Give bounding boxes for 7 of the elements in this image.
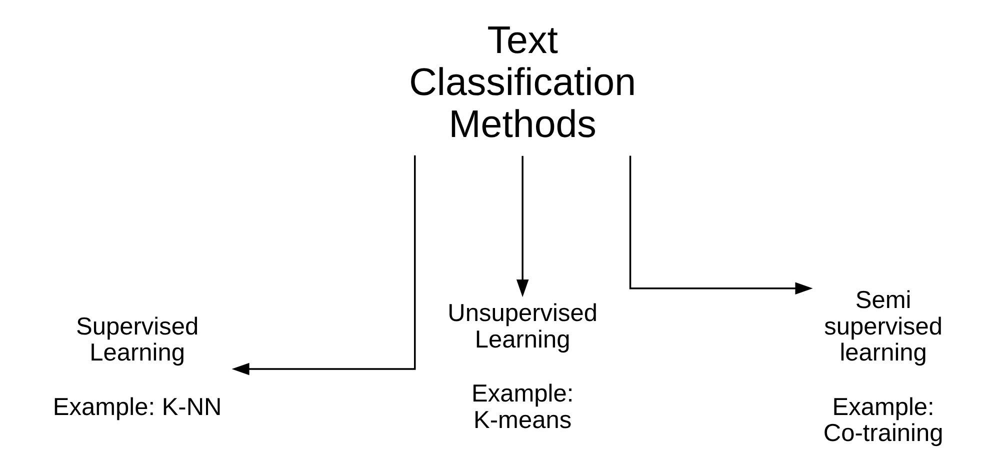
arrow [516,156,529,298]
arrow [629,156,813,295]
node-text: Supervised Learning Example: K-NN [52,313,222,421]
node-text: Semi supervised learning Example: Co-training [823,287,944,448]
arrow [232,155,416,376]
node-text: Unsupervised Learning Example: K-means [448,300,598,434]
node-text: Text Classification Methods [409,19,636,146]
